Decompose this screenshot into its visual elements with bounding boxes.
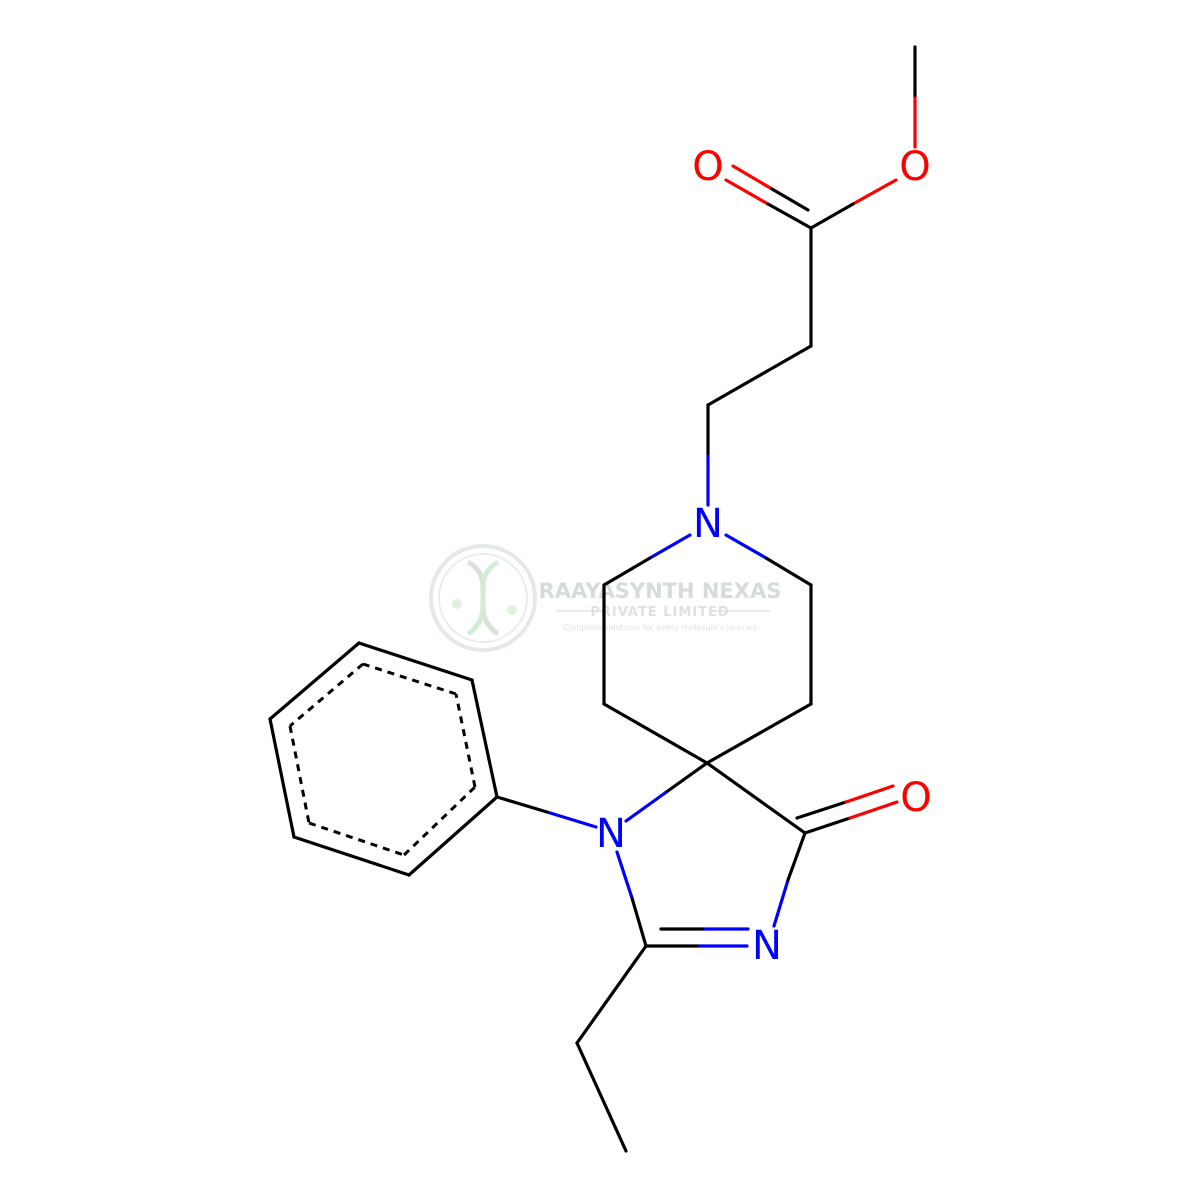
bond-ketone-a-red [844,784,895,804]
bond-co-double-b-red [731,164,774,191]
aromatic-ring-dashes [288,662,477,857]
watermark: RAAYASYNTH NEXAS PRIVATE LIMITED Complet… [429,544,782,652]
watermark-subtitle: PRIVATE LIMITED [590,605,729,620]
bond-n3-c4 [786,831,807,882]
bonds [268,45,917,1153]
atom-nitrogen-piperidine: N [693,501,723,547]
bond-pip-n-right-blue [724,533,768,560]
bond-pip-n-right [764,556,813,587]
bond-ethyl-1 [575,944,648,1045]
bond-co-double-a-red [724,178,770,206]
atom-nitrogen-anilino: N [596,811,626,857]
atom-oxygen-carbonyl-ester: O [692,144,723,190]
bond-n1-c2 [630,896,648,948]
bond-ketone-b [803,816,852,835]
atom-nitrogen-imine: N [752,923,782,969]
watermark-company-name: RAAYASYNTH NEXAS [539,579,782,603]
bond-ketone-a [795,800,848,820]
bond-spiro-carbonyl [705,761,807,835]
bond-o-carbonylc-red [851,178,898,206]
bond-n3-c4-blue [772,878,790,928]
bond-pip-n-left-blue [648,533,692,560]
bond-pip-n-left [602,556,652,587]
dna-helix-icon [429,544,537,652]
atom-labels: O O N N N O [596,144,932,969]
watermark-tagline: Complete solutions for every molecule's … [563,623,757,632]
bond-spiro-n1 [663,761,709,795]
bond-co-double-a [766,202,813,230]
bond-n1-phenyl-blue [545,810,598,829]
bond-o-carbonylc [809,202,855,230]
bond-chain-2 [706,344,813,407]
bond-n1-phenyl [495,795,549,814]
bond-benzene-5 [292,835,411,877]
bond-benzene-1 [470,678,499,799]
bond-pip-left-spiro [602,702,709,765]
bond-n1-c2-blue [615,850,634,900]
bond-benzene-3 [268,641,361,721]
bond-benzene-4 [268,717,296,839]
atom-oxygen-ketone: O [900,775,931,821]
atom-oxygen-ether-ester: O [899,144,930,190]
bond-spiro-n1-blue [624,791,667,823]
bond-benzene-2 [357,641,474,682]
bond-pip-right-spiro [705,702,813,765]
bond-co-double-b [770,187,810,212]
bond-ketone-b-red [848,800,899,820]
bond-benzene-6 [407,795,499,877]
bond-ethyl-2 [575,1041,628,1153]
